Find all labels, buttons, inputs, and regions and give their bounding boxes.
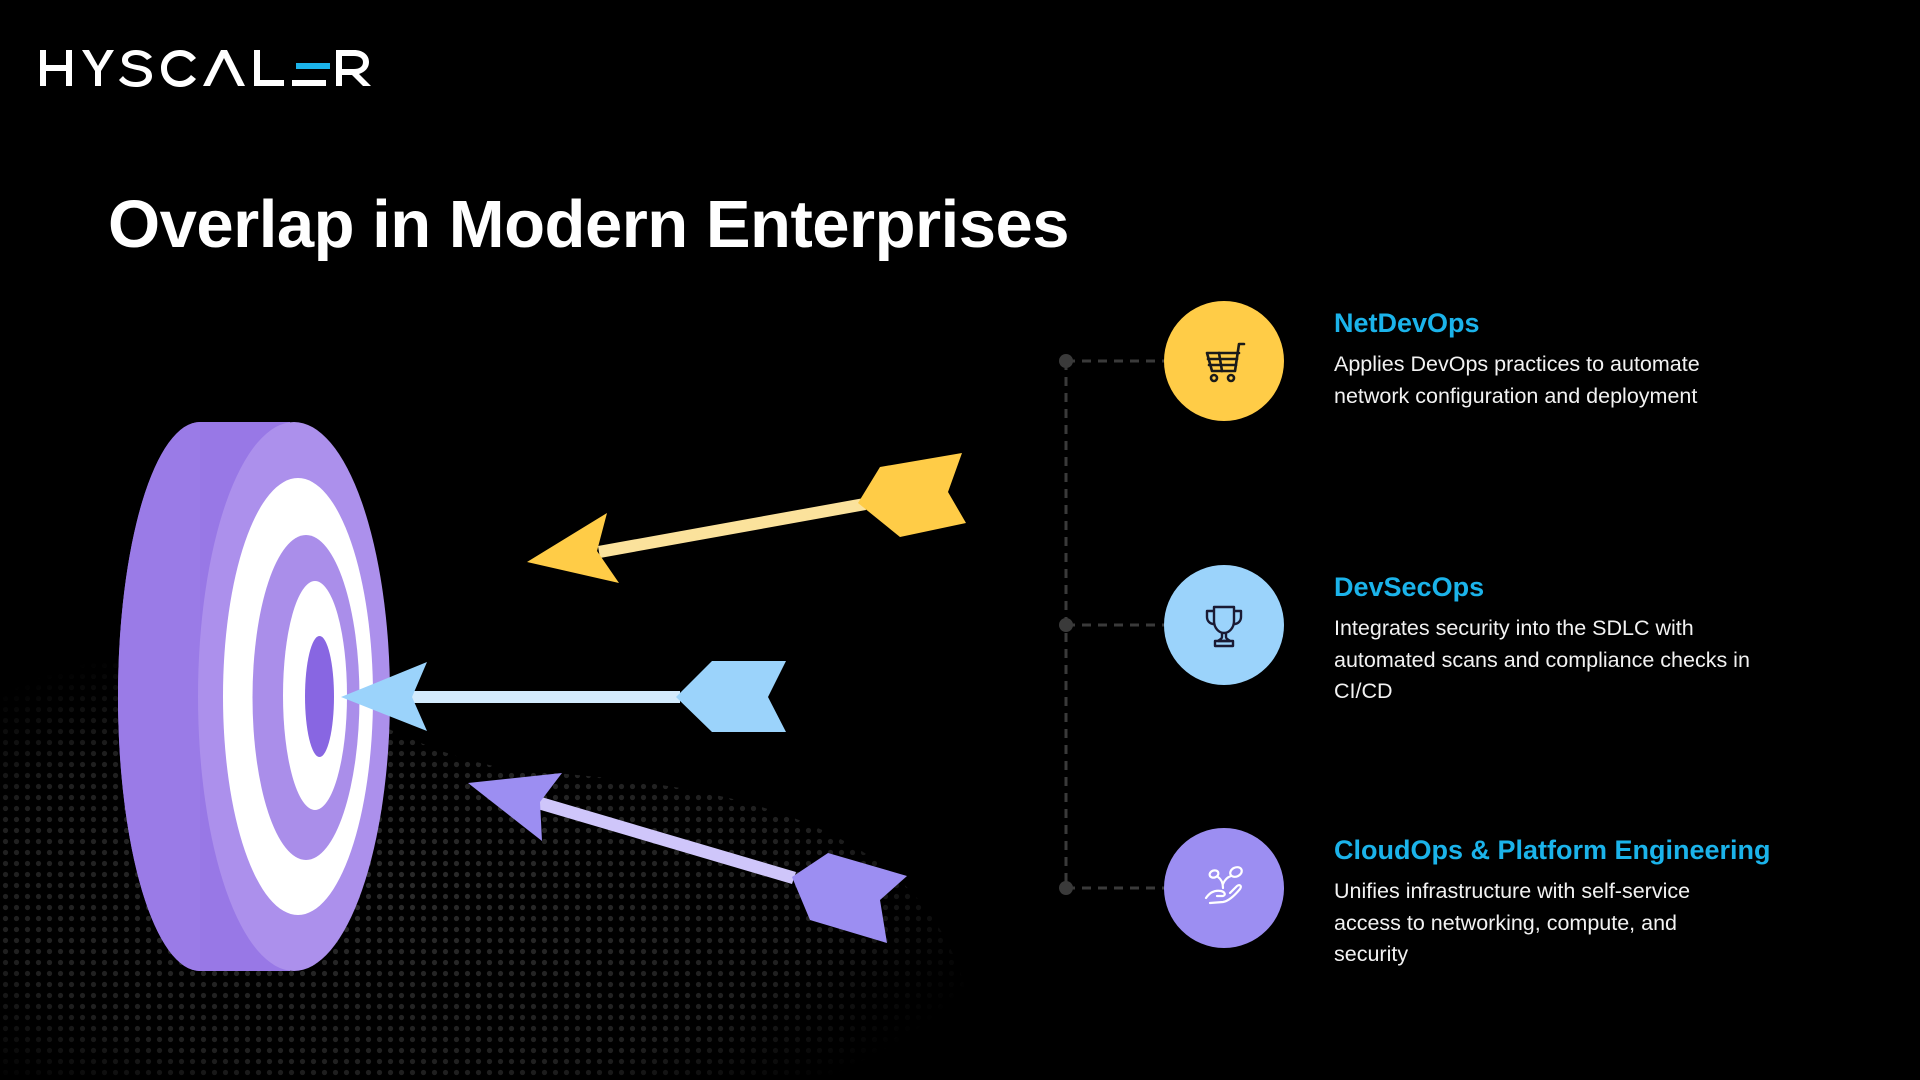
item-devsecops: DevSecOps Integrates security into the S…: [1164, 565, 1884, 703]
item-title: CloudOps & Platform Engineering: [1334, 835, 1771, 865]
item-title: NetDevOps: [1334, 308, 1480, 338]
item-cloudops-platform-engineering: CloudOps & Platform Engineering Unifies …: [1164, 828, 1884, 966]
yellow-arrow: [527, 453, 966, 583]
blue-arrow: [341, 661, 786, 732]
page-title: Overlap in Modern Enterprises: [108, 187, 1070, 262]
item-description: Unifies infrastructure with self-service…: [1334, 879, 1691, 967]
item-netdevops: NetDevOps Applies DevOps practices to au…: [1164, 301, 1884, 431]
hand-sprout-icon: [1204, 866, 1243, 905]
shopping-cart-icon: [1205, 342, 1246, 383]
trophy-icon: [1205, 605, 1243, 648]
item-title: DevSecOps: [1334, 572, 1485, 602]
icon-circle: [1164, 565, 1284, 685]
hyscaler-logo: [40, 50, 371, 87]
target-board: [117, 422, 390, 971]
item-description: Integrates security into the SDLC with a…: [1334, 616, 1750, 704]
logo-accent-bar: [296, 63, 330, 69]
bullseye: [305, 636, 334, 757]
icon-circle: [1164, 301, 1284, 421]
purple-arrow: [468, 773, 907, 943]
icon-circle: [1164, 828, 1284, 948]
item-description: Applies DevOps practices to automate net…: [1334, 352, 1700, 408]
